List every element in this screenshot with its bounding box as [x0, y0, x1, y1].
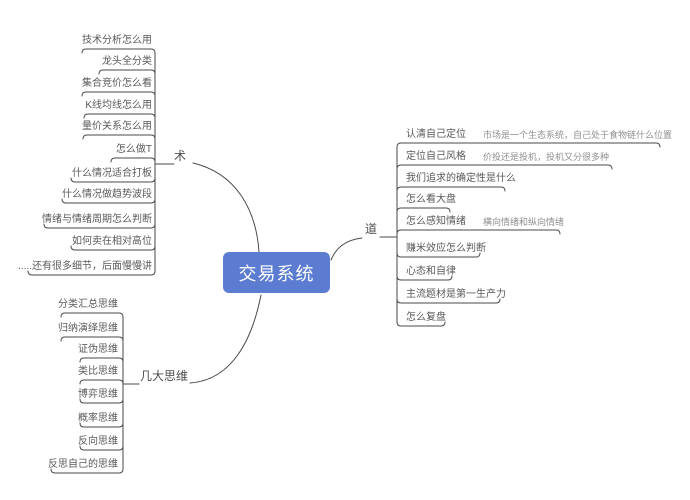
- topic-item[interactable]: .....还有很多细节，后面慢慢讲: [18, 261, 152, 272]
- topic-item[interactable]: 心态和自律: [406, 266, 456, 277]
- topic-note: 价投还是投机，投机又分很多种: [483, 152, 610, 162]
- branch-jidasiwei-label[interactable]: 几大思维: [140, 369, 189, 383]
- topic-note: 横向情绪和纵向情绪: [483, 217, 565, 227]
- topic-item[interactable]: 博弈思维: [78, 389, 118, 400]
- topic-item[interactable]: 赚米效应怎么判断: [406, 243, 486, 254]
- topic-item[interactable]: 分类汇总思维: [58, 299, 118, 310]
- topic-item[interactable]: 怎么看大盘: [406, 194, 456, 205]
- topic-item[interactable]: 证伪思维: [78, 344, 118, 355]
- central-topic-node[interactable]: 交易系统: [223, 252, 330, 293]
- topic-item[interactable]: 量价关系怎么用: [82, 121, 152, 132]
- topic-item[interactable]: 怎么复盘: [406, 312, 446, 323]
- topic-item[interactable]: 情绪与情绪周期怎么判断: [42, 214, 152, 225]
- topic-item[interactable]: 概率思维: [78, 413, 118, 424]
- topic-item[interactable]: 怎么做T: [115, 144, 152, 155]
- topic-item[interactable]: 我们追求的确定性是什么: [406, 173, 516, 184]
- topic-item[interactable]: 龙头全分类: [102, 56, 152, 67]
- branch-shu-label[interactable]: 术: [174, 149, 187, 163]
- topic-item[interactable]: 类比思维: [78, 366, 118, 377]
- topic-note: 市场是一个生态系统，自己处于食物链什么位置: [483, 130, 673, 140]
- topic-item[interactable]: 什么情况做趋势波段: [62, 189, 152, 200]
- branch-dao-label[interactable]: 道: [365, 222, 378, 236]
- topic-item[interactable]: 如何卖在相对高位: [72, 236, 152, 247]
- topic-item[interactable]: 怎么感知情绪: [406, 216, 466, 227]
- topic-item[interactable]: 集合竞价怎么看: [82, 78, 152, 89]
- topic-item[interactable]: 反向思维: [78, 436, 118, 447]
- topic-item[interactable]: 什么情况适合打板: [72, 168, 152, 179]
- topic-item[interactable]: 反思自己的思维: [48, 459, 118, 470]
- topic-item[interactable]: 技术分析怎么用: [82, 35, 152, 46]
- topic-item[interactable]: 主流题材是第一生产力: [406, 289, 506, 300]
- topic-item[interactable]: 认清自己定位: [406, 129, 466, 140]
- topic-item[interactable]: K线均线怎么用: [85, 100, 152, 111]
- topic-item[interactable]: 定位自己风格: [406, 151, 466, 162]
- topic-item[interactable]: 归纳演绎思维: [58, 323, 118, 334]
